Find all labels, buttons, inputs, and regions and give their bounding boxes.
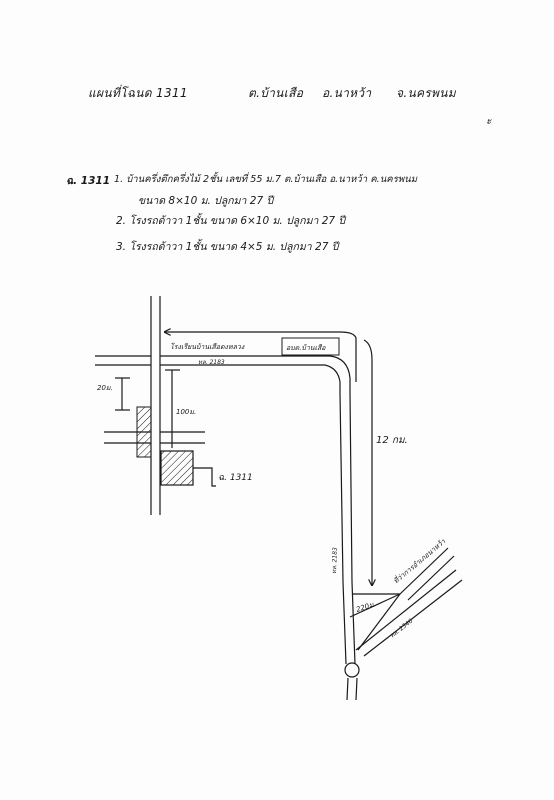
bottom-road-line xyxy=(355,677,358,701)
diagonal-road xyxy=(355,547,463,657)
distance-right-label: 12 กม. xyxy=(376,435,408,446)
distance-mid-label: 100ม. xyxy=(176,408,196,416)
right-arrow xyxy=(363,339,372,585)
distance-markers xyxy=(115,369,180,448)
province-label: จ.นครพนม xyxy=(396,86,456,100)
distance-left-label: 20ม. xyxy=(97,384,113,392)
district-label: อ.นาหว้า xyxy=(322,86,372,100)
parcel-1311-box xyxy=(160,450,194,486)
junction-label: 220ม. xyxy=(355,600,377,614)
district-office-label: ที่ว่าการอำเภอนาหว้า xyxy=(391,535,448,585)
corner-mark: ะ xyxy=(486,116,492,127)
roundabout-circle xyxy=(344,662,360,678)
school-label: โรงเรียนบ้านเสือดงหลวง xyxy=(170,342,245,351)
item-3: 3. โรงรถด้าวา 1ชั้น ขนาด 4×5 ม. ปลูกมา 2… xyxy=(116,241,339,253)
top-arrow xyxy=(165,332,357,382)
item-1-line-2: ขนาด 8×10 ม. ปลูกมา 27 ปี xyxy=(138,195,274,207)
item-1-line-1: 1. บ้านครึ่งตึกครึ่งไม้ 2ชั้น เลขที่ 55 … xyxy=(114,174,418,185)
road-top-label: ทล. 2183 xyxy=(198,359,225,366)
map-title: แผนที่โฉนด 1311 xyxy=(88,86,188,100)
bottom-road-line xyxy=(346,677,349,701)
parcel-label: ฉ. 1311 xyxy=(218,473,253,483)
parcel-leader-line xyxy=(193,467,216,487)
cross-road xyxy=(104,431,205,444)
house-label: อบต.บ้านเสือ xyxy=(286,344,326,352)
parcel-ref: ฉ. 1311 xyxy=(66,175,111,187)
building-hatched-left xyxy=(136,406,152,458)
top-horizontal-road xyxy=(95,355,351,383)
item-2: 2. โรงรถด้าวา 1ชั้น ขนาด 6×10 ม. ปลูกมา … xyxy=(116,215,346,227)
house-box xyxy=(281,337,340,356)
main-vertical-road xyxy=(339,380,356,665)
road-vertical-label: ทล. 2183 xyxy=(331,547,339,574)
left-vertical-road xyxy=(150,296,161,515)
subdistrict-label: ต.บ้านเสือ xyxy=(248,86,304,100)
